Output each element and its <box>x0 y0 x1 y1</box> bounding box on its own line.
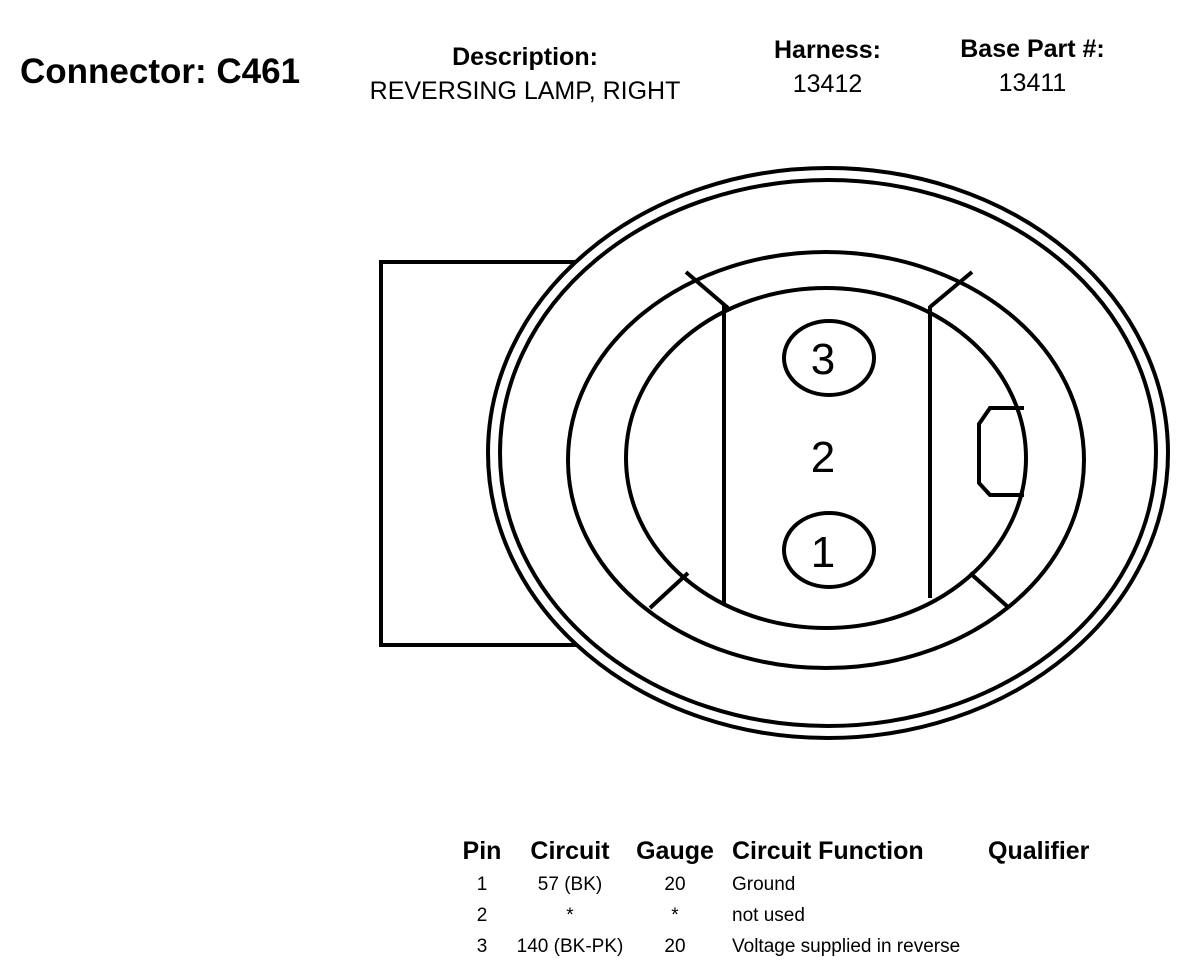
col-header-pin: Pin <box>462 836 502 865</box>
base-part-label: Base Part #: <box>960 35 1105 63</box>
cell-pin: 1 <box>476 873 488 895</box>
pin-3-label: 3 <box>811 335 835 384</box>
cell-function: Voltage supplied in reverse <box>732 935 961 957</box>
ring-divider-top-right <box>928 270 974 309</box>
pin-2-label: 2 <box>811 433 835 482</box>
pin-1-circle <box>782 511 876 589</box>
base-part-value: 13411 <box>998 69 1067 97</box>
table-row: 2 * * not used <box>450 900 1108 931</box>
col-header-function: Circuit Function <box>732 836 924 865</box>
connector-tab <box>379 260 588 647</box>
description-value: REVERSING LAMP, RIGHT <box>369 77 681 105</box>
table-row: 3 140 (BK-PK) 20 Voltage supplied in rev… <box>450 931 1108 962</box>
cell-gauge: * <box>671 904 679 926</box>
outer-shell-inner <box>498 178 1158 728</box>
cell-function: Ground <box>732 873 796 895</box>
col-header-qualifier: Qualifier <box>988 836 1090 865</box>
inner-face <box>624 286 1028 630</box>
ring-divider-top-left <box>684 270 730 310</box>
connector-title: Connector: C461 <box>20 52 301 91</box>
ring-divider-bottom-right <box>968 571 1010 609</box>
cell-qualifier <box>988 931 1108 962</box>
col-header-gauge: Gauge <box>636 836 714 865</box>
description-label: Description: <box>452 43 598 71</box>
cell-circuit: * <box>566 904 574 926</box>
table-row: 1 57 (BK) 20 Ground <box>450 869 1108 900</box>
ring-divider-bottom-left <box>648 571 690 610</box>
cell-qualifier <box>988 900 1108 931</box>
cell-circuit: 57 (BK) <box>537 873 603 895</box>
cell-pin: 3 <box>476 935 488 957</box>
description-block: Description: REVERSING LAMP, RIGHT <box>340 40 710 108</box>
cell-gauge: 20 <box>664 873 686 895</box>
cell-gauge: 20 <box>664 935 686 957</box>
base-part-block: Base Part #: 13411 <box>940 32 1125 100</box>
harness-label: Harness: <box>774 36 881 64</box>
cell-qualifier <box>988 869 1108 900</box>
pin-1-label: 1 <box>811 528 835 577</box>
col-header-circuit: Circuit <box>530 836 610 865</box>
cell-function: not used <box>732 904 805 926</box>
cell-circuit: 140 (BK-PK) <box>516 935 624 957</box>
pin-3-circle <box>782 319 876 397</box>
keying-notch <box>977 406 1024 497</box>
harness-value: 13412 <box>792 70 863 98</box>
pin-table-header: Pin Circuit Gauge Circuit Function Quali… <box>450 833 1108 869</box>
pin-table: Pin Circuit Gauge Circuit Function Quali… <box>450 833 1108 962</box>
harness-block: Harness: 13412 <box>755 33 900 101</box>
cell-pin: 2 <box>476 904 488 926</box>
middle-ring <box>566 250 1086 670</box>
